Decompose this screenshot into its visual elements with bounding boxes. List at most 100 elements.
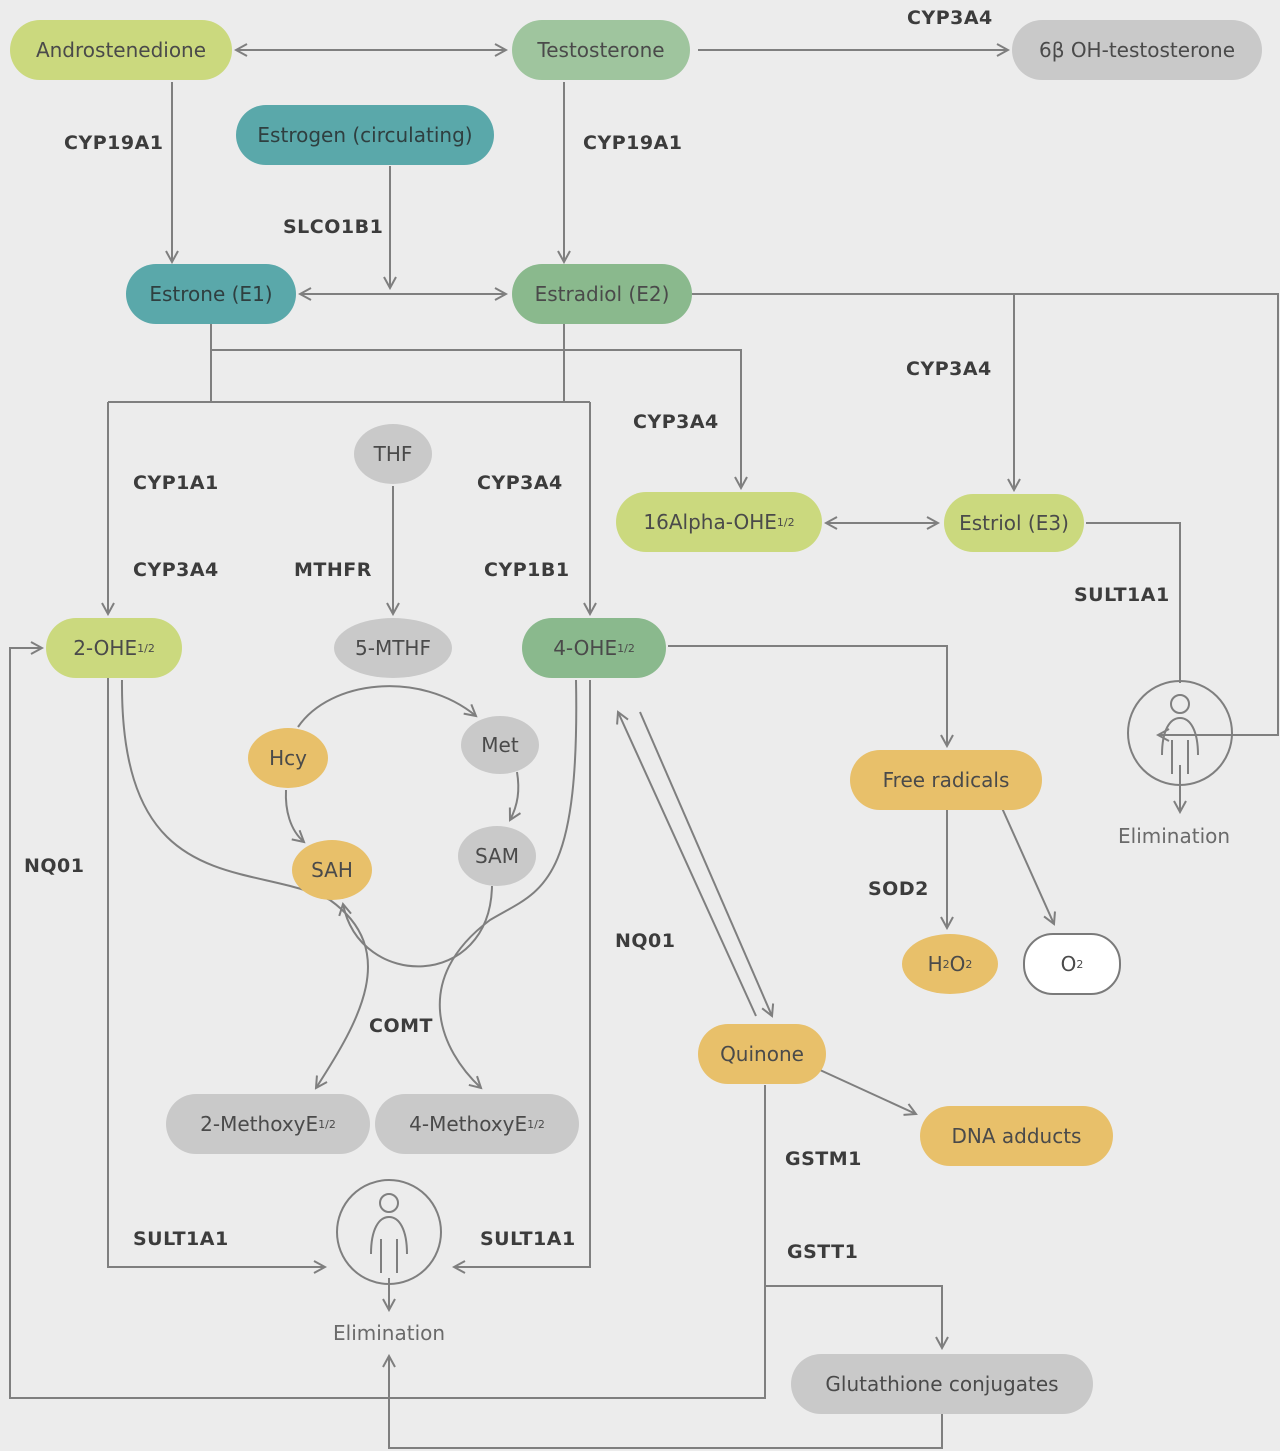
node-estradiol-label: Estradiol (E2)	[534, 282, 670, 306]
enzyme-cyp3a4-2ohe: CYP3A4	[133, 559, 219, 581]
o2-sub: 2	[1076, 957, 1084, 971]
node-estrogen-circulating-label: Estrogen (circulating)	[257, 123, 473, 147]
node-quinone: Quinone	[698, 1024, 826, 1084]
node-2-ohe-subscript: 1/2	[137, 641, 155, 655]
node-4-methoxy-subscript: 1/2	[527, 1117, 545, 1131]
hcy-sah-arc	[284, 789, 304, 842]
node-estriol-label: Estriol (E3)	[959, 511, 1069, 535]
node-testosterone: Testosterone	[512, 20, 690, 80]
enzyme-mthfr: MTHFR	[294, 559, 372, 581]
node-2-methoxy-label: 2-MethoxyE	[200, 1112, 319, 1136]
enzyme-gstt1: GSTT1	[787, 1241, 859, 1263]
h2o2-h: H	[927, 952, 943, 976]
node-free-radicals: Free radicals	[850, 750, 1042, 810]
node-dna-adducts-label: DNA adducts	[951, 1124, 1082, 1148]
quinone-dna-arrow	[819, 1069, 916, 1114]
node-5-mthf-label: 5-MTHF	[355, 636, 431, 660]
node-4-ohe-subscript: 1/2	[617, 641, 635, 655]
h2o2-sub-1: 2	[942, 957, 950, 971]
estradiol-elimination-line	[692, 293, 1279, 735]
enzyme-comt: COMT	[369, 1015, 433, 1037]
node-estradiol: Estradiol (E2)	[512, 264, 692, 324]
node-hcy: Hcy	[248, 728, 328, 788]
enzyme-cyp3a4-e3: CYP3A4	[906, 358, 992, 380]
node-quinone-label: Quinone	[720, 1042, 804, 1066]
node-hcy-label: Hcy	[269, 746, 307, 770]
node-estrone: Estrone (E1)	[126, 264, 296, 324]
enzyme-cyp19a1-right: CYP19A1	[583, 132, 683, 154]
node-glutathione-conjugates-label: Glutathione conjugates	[825, 1372, 1059, 1396]
node-thf: THF	[354, 424, 432, 484]
node-2-methoxy-subscript: 1/2	[318, 1117, 336, 1131]
node-16alpha-ohe-label: 16Alpha-OHE	[643, 510, 777, 534]
h2o2-o: O	[949, 952, 966, 976]
node-5-mthf: 5-MTHF	[334, 618, 452, 678]
enzyme-sod2: SOD2	[868, 878, 929, 900]
4ohe-quinone-arrow	[639, 711, 772, 1016]
estriol-elimination-line	[1086, 522, 1181, 683]
node-androstenedione-label: Androstenedione	[35, 38, 207, 62]
node-estriol: Estriol (E3)	[944, 494, 1084, 552]
node-met-label: Met	[481, 733, 519, 757]
node-estrone-label: Estrone (E1)	[149, 282, 273, 306]
node-6b-oh-testosterone-label: 6β OH-testosterone	[1038, 38, 1236, 62]
enzyme-sult1a1-left: SULT1A1	[133, 1228, 229, 1250]
met-sam-arc	[510, 771, 518, 820]
body-icon-right	[1127, 680, 1233, 786]
body-icon-bottom	[336, 1179, 442, 1285]
elimination-label-bottom: Elimination	[333, 1321, 446, 1345]
enzyme-slco1b1: SLCO1B1	[283, 216, 384, 238]
enzyme-cyp3a4-16alpha: CYP3A4	[633, 411, 719, 433]
node-6b-oh-testosterone: 6β OH-testosterone	[1012, 20, 1262, 80]
enzyme-cyp3a4-4ohe: CYP3A4	[477, 472, 563, 494]
enzyme-cyp1b1: CYP1B1	[484, 559, 570, 581]
node-testosterone-label: Testosterone	[537, 38, 665, 62]
enzyme-gstm1: GSTM1	[785, 1148, 862, 1170]
quinone-4ohe-arrow	[618, 712, 757, 1017]
node-estrogen-circulating: Estrogen (circulating)	[236, 105, 494, 165]
elimination-label-right: Elimination	[1118, 824, 1231, 848]
enzyme-cyp1a1: CYP1A1	[133, 472, 219, 494]
node-met: Met	[461, 716, 539, 774]
enzyme-nq01-left: NQ01	[24, 855, 85, 877]
nq01-loop-arrow	[9, 648, 766, 1399]
free-radicals-o2-arrow	[1001, 807, 1054, 924]
hcy-met-arc	[297, 685, 476, 728]
node-thf-label: THF	[373, 442, 413, 466]
estrone-16alpha-arrow	[210, 324, 741, 488]
o2-o: O	[1060, 952, 1077, 976]
node-sam-label: SAM	[474, 844, 519, 868]
enzyme-cyp19a1-left: CYP19A1	[64, 132, 164, 154]
sam-sah-arc	[343, 885, 493, 968]
h2o2-sub-2: 2	[965, 957, 973, 971]
node-2-ohe-label: 2-OHE	[73, 636, 138, 660]
right-sult-arrow	[454, 680, 591, 1267]
node-sah: SAH	[292, 840, 372, 900]
node-glutathione-conjugates: Glutathione conjugates	[791, 1354, 1093, 1414]
node-16alpha-ohe-subscript: 1/2	[776, 515, 795, 529]
enzyme-sult1a1-e3: SULT1A1	[1074, 584, 1170, 606]
node-sam: SAM	[458, 826, 536, 886]
enzyme-cyp3a4-top: CYP3A4	[907, 7, 993, 29]
glutathione-elimination-arrow	[389, 1356, 943, 1449]
4ohe-methoxy-curve	[438, 679, 578, 1088]
node-4-ohe-label: 4-OHE	[553, 636, 618, 660]
quinone-glutathione-arrow	[764, 1085, 942, 1348]
node-sah-label: SAH	[311, 858, 353, 882]
node-free-radicals-label: Free radicals	[882, 768, 1010, 792]
node-dna-adducts: DNA adducts	[920, 1106, 1113, 1166]
node-4-methoxy-label: 4-MethoxyE	[409, 1112, 528, 1136]
enzyme-sult1a1-right: SULT1A1	[480, 1228, 576, 1250]
4ohe-free-radicals-arrow	[668, 645, 947, 746]
node-androstenedione: Androstenedione	[10, 20, 232, 80]
enzyme-nq01-mid: NQ01	[615, 930, 676, 952]
left-sult-arrow	[107, 640, 325, 1267]
